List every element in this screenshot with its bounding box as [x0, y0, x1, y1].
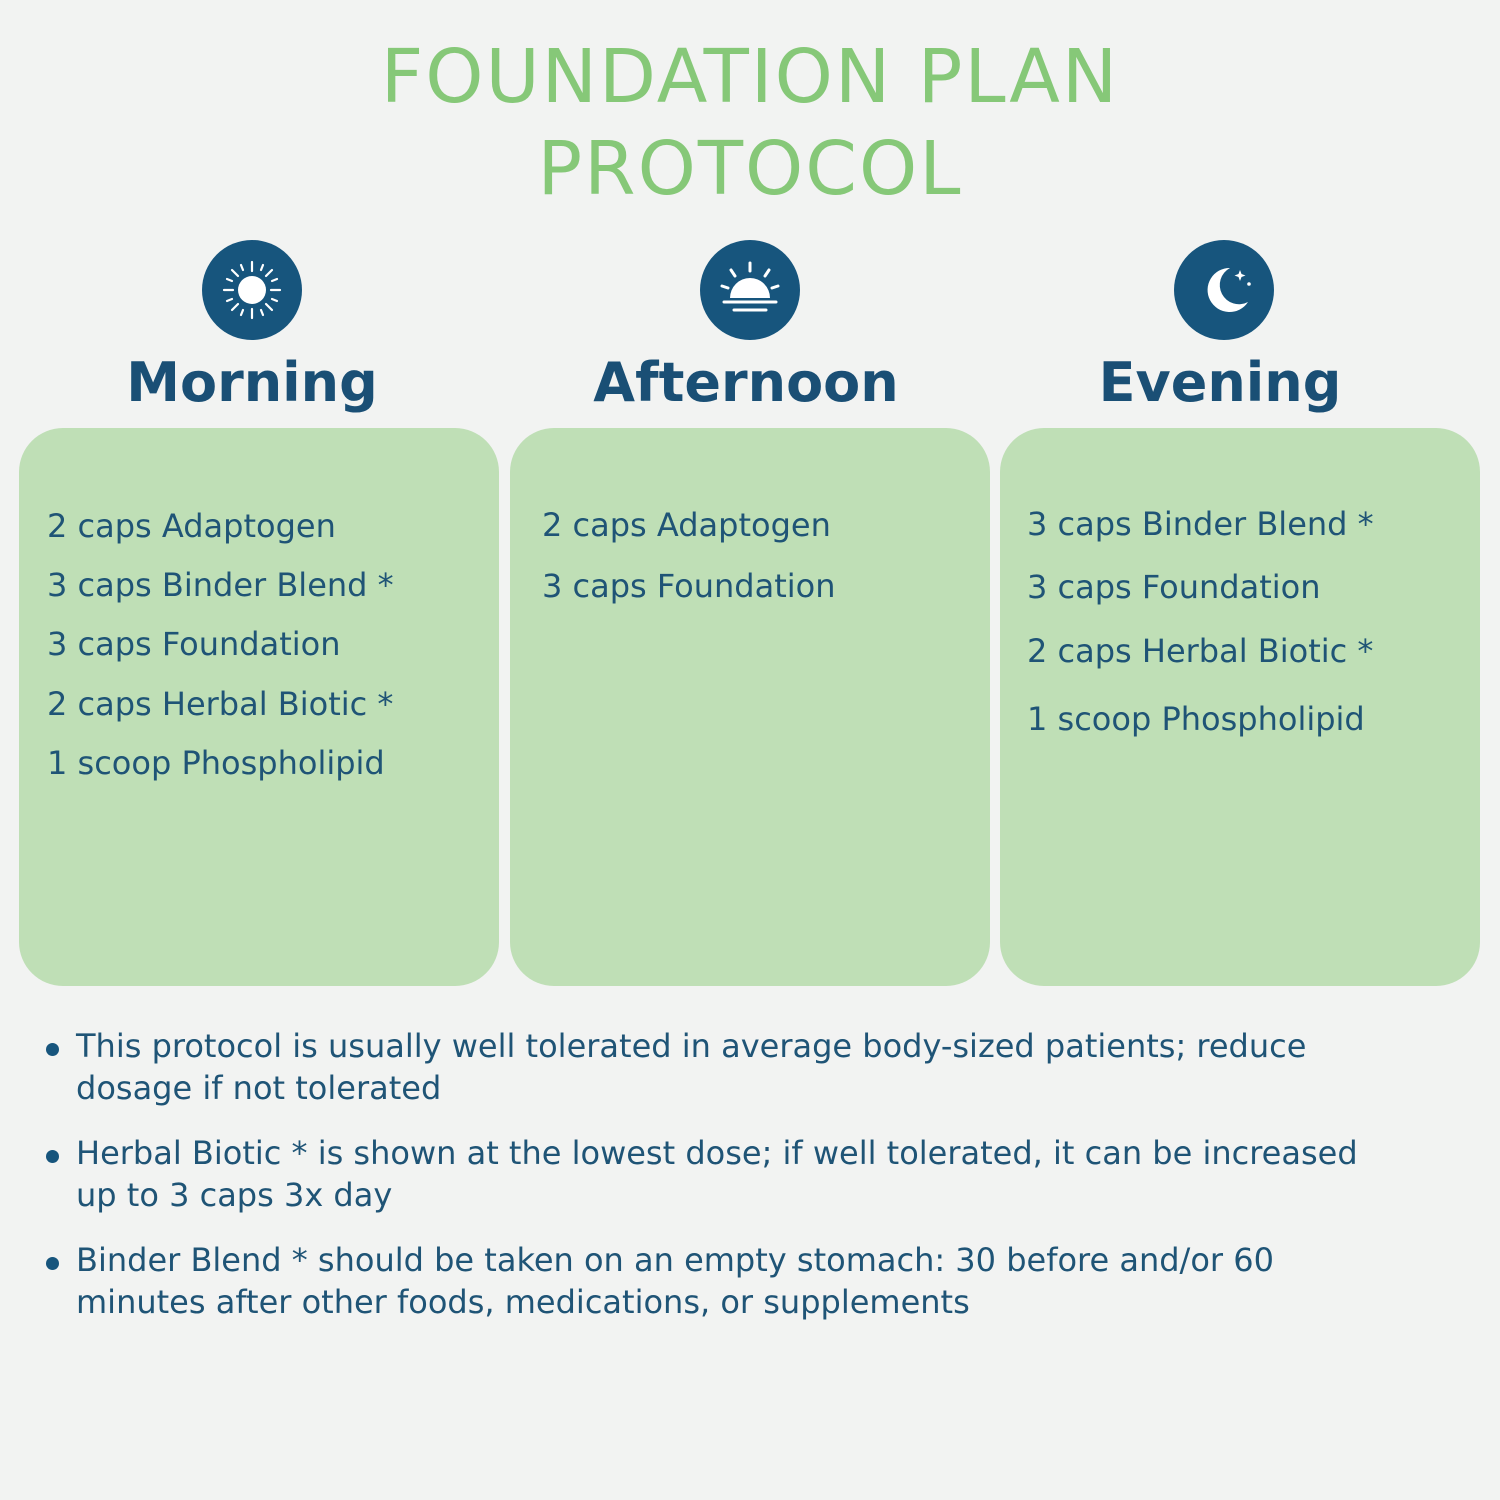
- list-item: 1 scoop Phospholipid: [1027, 700, 1365, 738]
- list-item: 3 caps Foundation: [47, 625, 341, 663]
- list-item: 2 caps Herbal Biotic *: [1027, 632, 1374, 670]
- note-text: Herbal Biotic * is shown at the lowest d…: [76, 1134, 1358, 1214]
- list-item: 3 caps Foundation: [542, 567, 836, 605]
- note-text: This protocol is usually well tolerated …: [76, 1027, 1307, 1107]
- period-heading-evening: Evening: [1098, 351, 1342, 414]
- list-item: 3 caps Binder Blend *: [47, 566, 394, 604]
- page-title-line-2: PROTOCOL: [537, 126, 963, 212]
- list-item: 2 caps Adaptogen: [542, 506, 831, 544]
- period-heading-afternoon: Afternoon: [593, 351, 899, 414]
- morning-card: 2 caps Adaptogen 3 caps Binder Blend * 3…: [19, 428, 499, 986]
- note-text: Binder Blend * should be taken on an emp…: [76, 1241, 1274, 1321]
- sunset-icon: [700, 240, 800, 340]
- evening-card: 3 caps Binder Blend * 3 caps Foundation …: [1000, 428, 1480, 986]
- list-item: 3 caps Foundation: [1027, 568, 1321, 606]
- list-item: 3 caps Binder Blend *: [1027, 505, 1374, 543]
- page-title-line-1: FOUNDATION PLAN: [380, 34, 1120, 120]
- bullet-icon: [46, 1257, 59, 1270]
- list-item: 1 scoop Phospholipid: [47, 744, 385, 782]
- bullet-icon: [46, 1150, 59, 1163]
- afternoon-card: 2 caps Adaptogen 3 caps Foundation: [510, 428, 990, 986]
- list-item: 2 caps Adaptogen: [47, 507, 336, 545]
- list-item: 2 caps Herbal Biotic *: [47, 685, 394, 723]
- bullet-icon: [46, 1043, 59, 1056]
- sun-icon: [202, 240, 302, 340]
- period-heading-morning: Morning: [126, 351, 378, 414]
- moon-icon: [1174, 240, 1274, 340]
